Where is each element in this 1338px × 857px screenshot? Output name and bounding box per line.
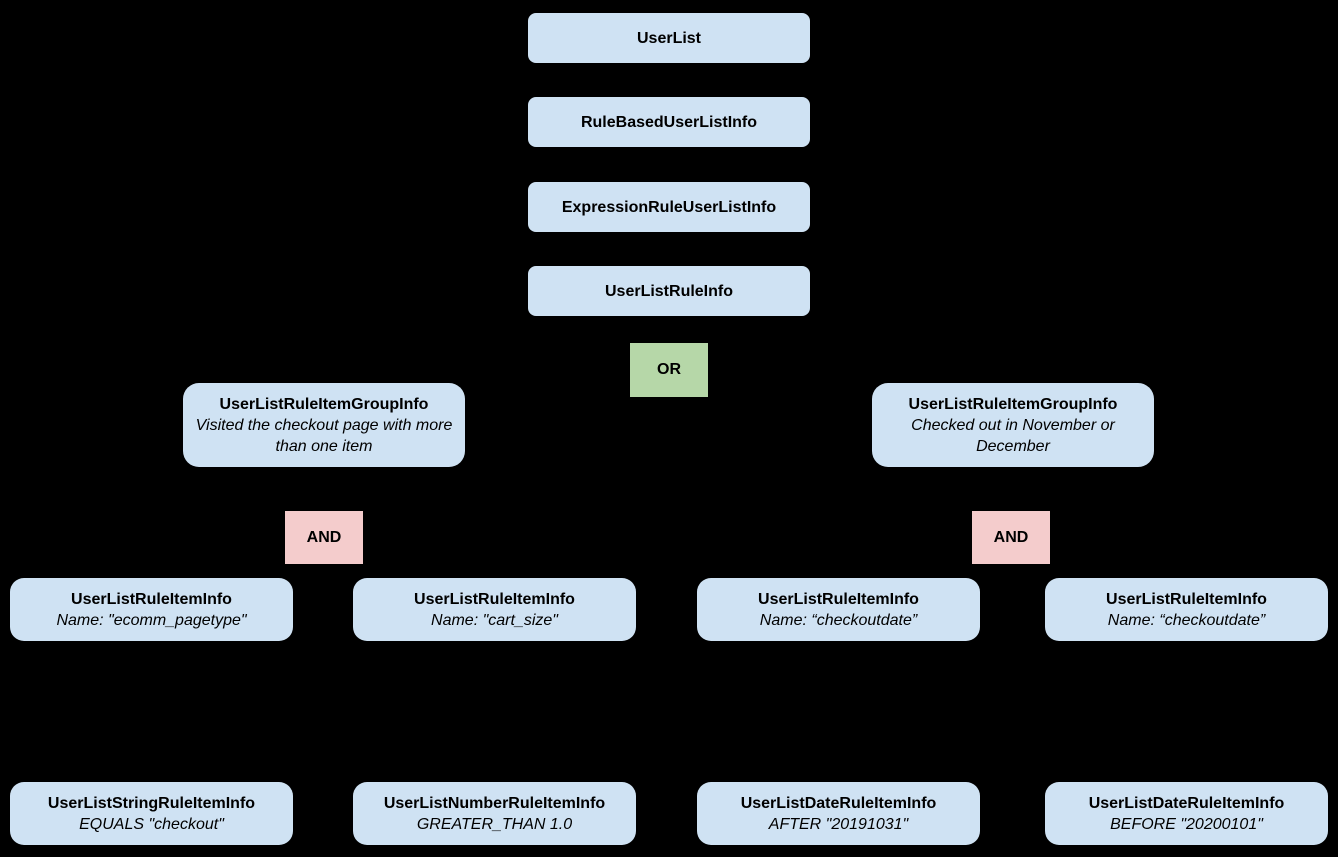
node-description: Name: "ecomm_pagetype" <box>56 611 247 629</box>
node-title: UserListRuleItemGroupInfo <box>219 395 429 413</box>
node-rule-item-group-right: UserListRuleItemGroupInfo Checked out in… <box>872 383 1154 467</box>
node-rule-item-3: UserListRuleItemInfo Name: “checkoutdate… <box>697 578 980 641</box>
node-title: UserListDateRuleItemInfo <box>1088 794 1285 812</box>
node-description: Checked out in November or December <box>911 416 1115 455</box>
node-date-rule-item-before: UserListDateRuleItemInfo BEFORE "2020010… <box>1045 782 1328 845</box>
node-description: Name: “checkoutdate” <box>759 611 918 629</box>
and-operator-box-right: AND <box>972 511 1050 564</box>
node-userlist: UserList <box>528 13 810 63</box>
node-description: AFTER "20191031" <box>768 815 909 833</box>
node-description: Name: "cart_size" <box>431 611 558 629</box>
node-title: UserListStringRuleItemInfo <box>47 794 256 812</box>
node-description: GREATER_THAN 1.0 <box>416 815 573 833</box>
node-title: RuleBasedUserListInfo <box>580 113 758 131</box>
arrowhead-icon <box>985 377 1009 388</box>
node-title: UserListRuleItemInfo <box>71 590 232 608</box>
node-rule-item-1: UserListRuleItemInfo Name: "ecomm_pagety… <box>10 578 293 641</box>
node-title: UserListRuleItemInfo <box>758 590 919 608</box>
node-rule-item-group-left: UserListRuleItemGroupInfo Visited the ch… <box>183 383 465 467</box>
node-expressionruleuserlistinfo: ExpressionRuleUserListInfo <box>528 182 810 232</box>
node-rulebaseduserlistinfo: RuleBasedUserListInfo <box>528 97 810 147</box>
arrowhead-icon <box>327 377 351 388</box>
node-number-rule-item: UserListNumberRuleItemInfo GREATER_THAN … <box>353 782 636 845</box>
or-operator-box: OR <box>630 343 708 397</box>
node-title: ExpressionRuleUserListInfo <box>561 198 777 216</box>
node-rule-item-2: UserListRuleItemInfo Name: "cart_size" <box>353 578 636 641</box>
node-title: UserListNumberRuleItemInfo <box>383 794 606 812</box>
node-title: UserListRuleInfo <box>604 282 733 300</box>
node-title: UserListRuleItemGroupInfo <box>908 395 1118 413</box>
node-title: UserListRuleItemInfo <box>414 590 575 608</box>
and-operator-box-left: AND <box>285 511 363 564</box>
node-userlistruleinfo: UserListRuleInfo <box>528 266 810 316</box>
node-title: UserListDateRuleItemInfo <box>740 794 937 812</box>
node-description: Visited the checkout page with more than… <box>195 416 453 455</box>
node-rule-item-4: UserListRuleItemInfo Name: “checkoutdate… <box>1045 578 1328 641</box>
node-description: EQUALS "checkout" <box>79 815 224 833</box>
node-description: Name: “checkoutdate” <box>1107 611 1266 629</box>
node-string-rule-item: UserListStringRuleItemInfo EQUALS "check… <box>10 782 293 845</box>
node-title: UserListRuleItemInfo <box>1106 590 1267 608</box>
node-date-rule-item-after: UserListDateRuleItemInfo AFTER "20191031… <box>697 782 980 845</box>
node-description: BEFORE "20200101" <box>1110 815 1263 833</box>
node-title: UserList <box>636 29 702 47</box>
